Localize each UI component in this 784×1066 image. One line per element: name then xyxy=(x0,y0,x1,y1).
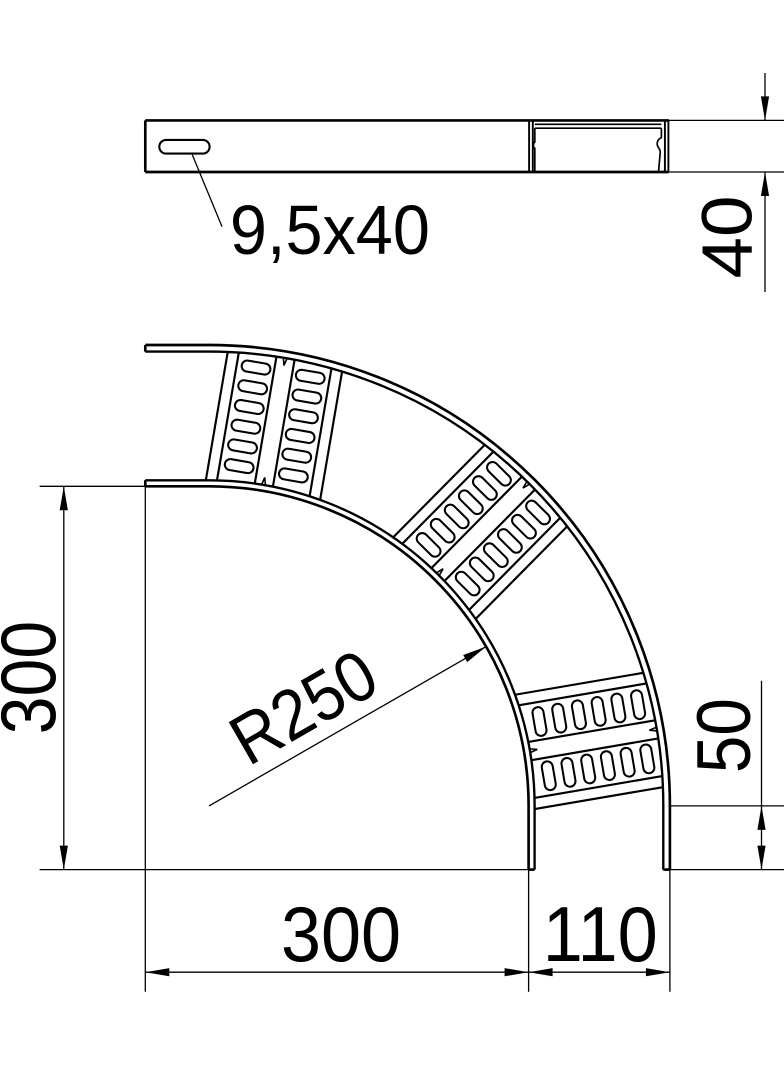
svg-text:300: 300 xyxy=(281,892,401,978)
svg-text:R250: R250 xyxy=(216,634,390,780)
svg-text:50: 50 xyxy=(682,698,767,773)
svg-text:110: 110 xyxy=(543,892,658,978)
svg-text:40: 40 xyxy=(688,196,768,279)
svg-text:9,5x40: 9,5x40 xyxy=(230,191,430,269)
svg-text:300: 300 xyxy=(0,621,72,735)
